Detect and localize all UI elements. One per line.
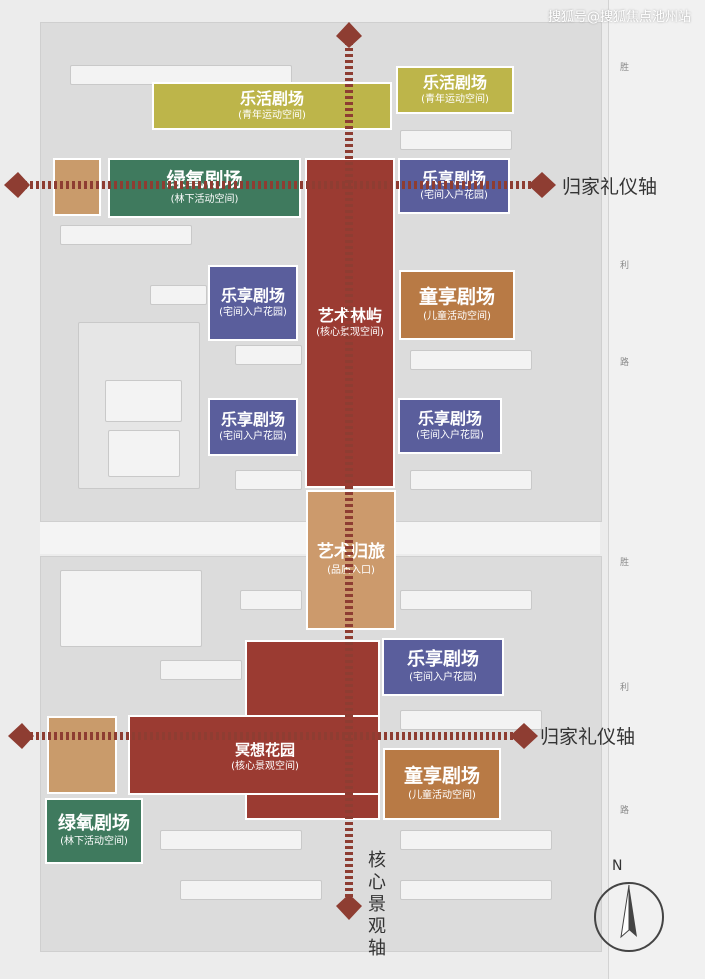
- road-label: 路: [620, 806, 630, 816]
- zone-title: 乐享剧场: [417, 408, 482, 428]
- road-label: 胜: [620, 558, 630, 568]
- zone-title: 乐享剧场: [220, 409, 285, 429]
- zone-mingxiang-joint: [247, 717, 378, 793]
- building-row: [235, 470, 302, 490]
- zone-subtitle: (核心景观空间): [231, 761, 299, 773]
- zone-lexiang-2: 乐享剧场 (宅间入户花园): [208, 265, 298, 341]
- core-axis-line: [345, 36, 353, 906]
- zone-title: 乐享剧场: [407, 648, 479, 670]
- zone-title: 童享剧场: [403, 765, 480, 788]
- watermark-text: 搜狐号@搜狐焦点池州站: [547, 10, 691, 25]
- compass-icon: [594, 882, 664, 952]
- zone-mingxiang: 冥想花园 (核心景观空间): [200, 730, 330, 785]
- zone-subtitle: (儿童活动空间): [408, 789, 476, 801]
- building-row: [410, 350, 532, 370]
- zone-title: 乐享剧场: [220, 285, 285, 305]
- zone-title: 绿氧剧场: [58, 812, 130, 834]
- zone-title: 童享剧场: [418, 286, 495, 309]
- road-label: 路: [620, 358, 630, 368]
- building-row: [400, 830, 552, 850]
- zone-lexiang-4: 乐享剧场 (宅间入户花园): [398, 398, 502, 454]
- building-row: [240, 590, 302, 610]
- zone-subtitle: (青年运动空间): [238, 110, 306, 122]
- building-clubhouse-inner-2: [108, 430, 180, 477]
- home-axis-top-line: [18, 181, 540, 189]
- zone-subtitle: (林下活动空间): [60, 836, 128, 848]
- road-label: 利: [620, 261, 630, 271]
- zone-title: 乐活剧场: [239, 88, 304, 108]
- zone-lexiang-3: 乐享剧场 (宅间入户花园): [208, 398, 298, 456]
- home-axis-label-bottom: 归家礼仪轴: [540, 726, 636, 748]
- zone-lvyang-bottom: 绿氧剧场 (林下活动空间): [45, 798, 143, 864]
- road-label: 胜: [620, 63, 630, 73]
- zone-tongxiang-1: 童享剧场 (儿童活动空间): [399, 270, 515, 340]
- zone-tongxiang-2: 童享剧场 (儿童活动空间): [383, 748, 501, 820]
- zone-subtitle: (青年运动空间): [421, 94, 489, 106]
- compass-north-label: N: [612, 858, 623, 874]
- building-row: [400, 710, 542, 730]
- zone-subtitle: (林下活动空间): [170, 193, 239, 205]
- building-row: [60, 225, 192, 245]
- zone-subtitle: (宅间入户花园): [219, 307, 287, 319]
- arrow-right-icon: [510, 723, 538, 749]
- zone-title: 乐活剧场: [422, 72, 487, 92]
- zone-subtitle: (宅间入户花园): [219, 431, 287, 443]
- home-axis-label-top: 归家礼仪轴: [562, 176, 658, 198]
- building-row: [180, 880, 322, 900]
- building-clubhouse-inner: [105, 380, 182, 422]
- zone-lexiang-5: 乐享剧场 (宅间入户花园): [382, 638, 504, 696]
- zone-subtitle: (宅间入户花园): [420, 190, 488, 202]
- road-east: [608, 0, 705, 979]
- arrow-left-icon: [8, 723, 34, 749]
- home-axis-bottom-line: [24, 732, 519, 740]
- building-row: [410, 470, 532, 490]
- building-row: [160, 830, 302, 850]
- building-row: [400, 880, 552, 900]
- zone-title: 冥想花园: [234, 740, 295, 759]
- arrow-up-icon: [336, 22, 362, 48]
- arrow-down-icon: [336, 894, 362, 920]
- building-row: [235, 345, 302, 365]
- arrow-left-icon: [4, 172, 30, 198]
- road-label: 利: [620, 683, 630, 693]
- zone-lehuo-right: 乐活剧场 (青年运动空间): [396, 66, 514, 114]
- zone-subtitle: (宅间入户花园): [409, 672, 477, 684]
- building-row: [400, 130, 512, 150]
- building-row: [150, 285, 207, 305]
- zone-subtitle: (宅间入户花园): [416, 430, 484, 442]
- building-south-west: [60, 570, 202, 647]
- arrow-right-icon: [528, 172, 556, 198]
- core-axis-label: 核心景观轴: [368, 850, 386, 959]
- zone-subtitle: (儿童活动空间): [423, 310, 491, 322]
- building-row: [400, 590, 532, 610]
- tan-square-bottom: [47, 716, 117, 794]
- building-row: [160, 660, 242, 680]
